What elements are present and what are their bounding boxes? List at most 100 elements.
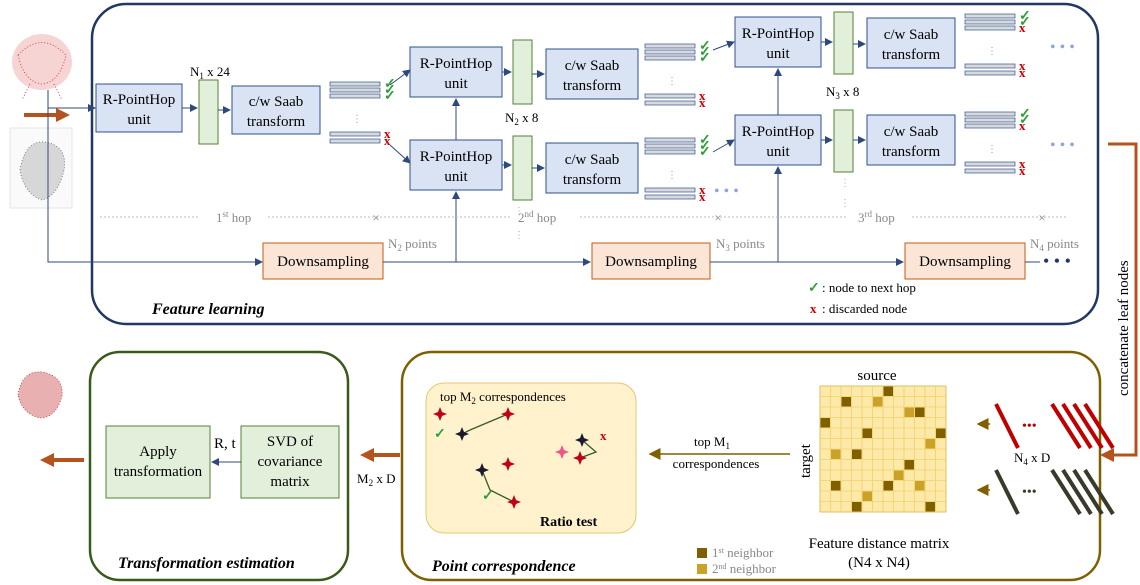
matrix-cell-first-neighbor (862, 428, 872, 438)
svg-text:covariance: covariance (258, 454, 323, 470)
matrix-cell-first-neighbor (925, 502, 935, 512)
svg-text:R-PointHop: R-PointHop (742, 124, 815, 140)
vertical-dots: ⋮ (352, 114, 362, 125)
next-hop-check-icon: ✓ (699, 145, 711, 160)
feature-channel (644, 143, 696, 149)
source-point-cloud-red (12, 34, 72, 101)
matrix-cell-first-neighbor (883, 481, 893, 491)
rpointhop-unit-1: R-PointHop unit (95, 83, 183, 133)
svg-text:c/w Saab: c/w Saab (249, 94, 304, 110)
feature-channel (329, 81, 381, 87)
next-hop-check-icon: ✓ (1019, 113, 1031, 128)
feature-channel (329, 93, 381, 99)
discarded-x-icon: x (1019, 65, 1026, 80)
target-point-cloud-gray (9, 127, 73, 209)
concat-connector (1100, 142, 1138, 462)
feature-bar-source (1050, 402, 1082, 450)
saab-transform-1: c/w Saab transform (231, 85, 321, 135)
feature-bar-target (1072, 468, 1104, 516)
discarded-x-icon: x (699, 189, 706, 204)
point-star (555, 445, 569, 459)
discarded-x-icon: x (699, 88, 706, 103)
feature-vector-2a (512, 39, 533, 105)
matrix-cell-second-neighbor (831, 449, 841, 459)
next-hop-check-icon: ✓ (384, 89, 396, 104)
svg-text:R-PointHop: R-PointHop (420, 149, 493, 165)
feature-learning-panel (90, 2, 1100, 326)
neighbor2-swatch (697, 564, 707, 574)
svg-text:c/w Saab: c/w Saab (884, 27, 939, 43)
vertical-dots: ⋮ (840, 198, 850, 209)
continuation-dots: • • • (1050, 137, 1075, 154)
reject-x-icon: x (600, 428, 607, 443)
feature-vector-2b (512, 135, 533, 201)
ratio-test-label: Ratio test (540, 515, 597, 530)
matrix-cell-first-neighbor (820, 418, 830, 428)
point-star (501, 407, 515, 421)
separator-x: × (714, 210, 721, 225)
svg-text:Downsampling: Downsampling (919, 254, 1011, 270)
feature-bar-source (1072, 402, 1104, 450)
feature-bar-source (994, 403, 1020, 449)
feature-channel (964, 63, 1016, 69)
feature-channel-group: ✓✓✓xx⋮ (329, 77, 396, 148)
svd-box: SVD of covariance matrix (240, 425, 340, 499)
next-hop-check-icon: ✓ (699, 45, 711, 60)
m2xd-label: M2 x D (357, 471, 395, 488)
edge (389, 144, 411, 164)
continuation-dots: • • • (1043, 251, 1071, 271)
discarded-x-icon: x (699, 95, 706, 110)
feature-bar-target (1083, 468, 1115, 516)
match-check-icon: ✓ (482, 489, 494, 504)
point-star (501, 457, 515, 471)
svg-text:SVD of: SVD of (267, 434, 313, 450)
matrix-cell-first-neighbor (936, 428, 946, 438)
feature-channel (644, 49, 696, 55)
matrix-cell-second-neighbor (862, 491, 872, 501)
next-hop-check-icon: ✓ (699, 51, 711, 66)
next-hop-check-icon: ✓ (1019, 107, 1031, 122)
transformation-estimation-panel (88, 350, 350, 582)
dim-label-1: N1 x 24 (190, 64, 230, 81)
input-line (47, 210, 263, 266)
topm1-label-2: correspondences (673, 456, 760, 471)
topm1-label-1: top M1 (694, 434, 730, 451)
concat-label: concatenate leaf nodes (1116, 260, 1132, 396)
feature-channel (964, 123, 1016, 129)
feature-channel (329, 138, 381, 144)
dim-label-3: N3 x 8 (826, 84, 859, 101)
next-hop-check-icon: ✓ (699, 139, 711, 154)
feature-channel (964, 13, 1016, 19)
feature-bar-target (1061, 468, 1093, 516)
feature-channel (644, 187, 696, 193)
svg-text:c/w Saab: c/w Saab (565, 152, 620, 168)
dim-label-2: N2 x 8 (505, 110, 538, 127)
feature-channel (329, 87, 381, 93)
feature-distance-matrix (819, 385, 947, 513)
vertical-dots: ⋮ (987, 46, 997, 57)
feature-bar-source (1061, 402, 1093, 450)
input-arrow (24, 108, 70, 122)
neighbor1-swatch (697, 548, 707, 558)
svg-text:R-PointHop: R-PointHop (103, 92, 176, 108)
discarded-x-icon: x (1019, 156, 1026, 171)
feature-bar-target (1050, 468, 1082, 516)
vertical-dots: ⋮ (667, 76, 677, 87)
correspondence-stars: ✓✓x (433, 407, 607, 509)
discarded-x-icon: x (384, 133, 391, 148)
downsampling-3: Downsampling (904, 242, 1026, 280)
stack-dots: ••• (1022, 419, 1037, 434)
output-point-cloud (17, 371, 63, 419)
separator-x: × (1038, 210, 1045, 225)
output-arrow (40, 453, 84, 467)
discarded-x-icon: x (1019, 58, 1026, 73)
vertical-dots: ⋮ (987, 144, 997, 155)
feature-channel-groups: ✓✓✓xx⋮✓✓✓xx⋮✓✓✓xx⋮✓✓xxx⋮✓✓xxx⋮ (329, 9, 1031, 204)
feature-vector-1 (198, 79, 219, 145)
point-star (475, 463, 489, 477)
hop-label-3: 3rd hop (858, 209, 895, 225)
correspondence-pair: ✓ (475, 463, 521, 509)
feature-channel (329, 131, 381, 137)
svg-text:unit: unit (444, 76, 468, 92)
feature-channel (964, 111, 1016, 117)
